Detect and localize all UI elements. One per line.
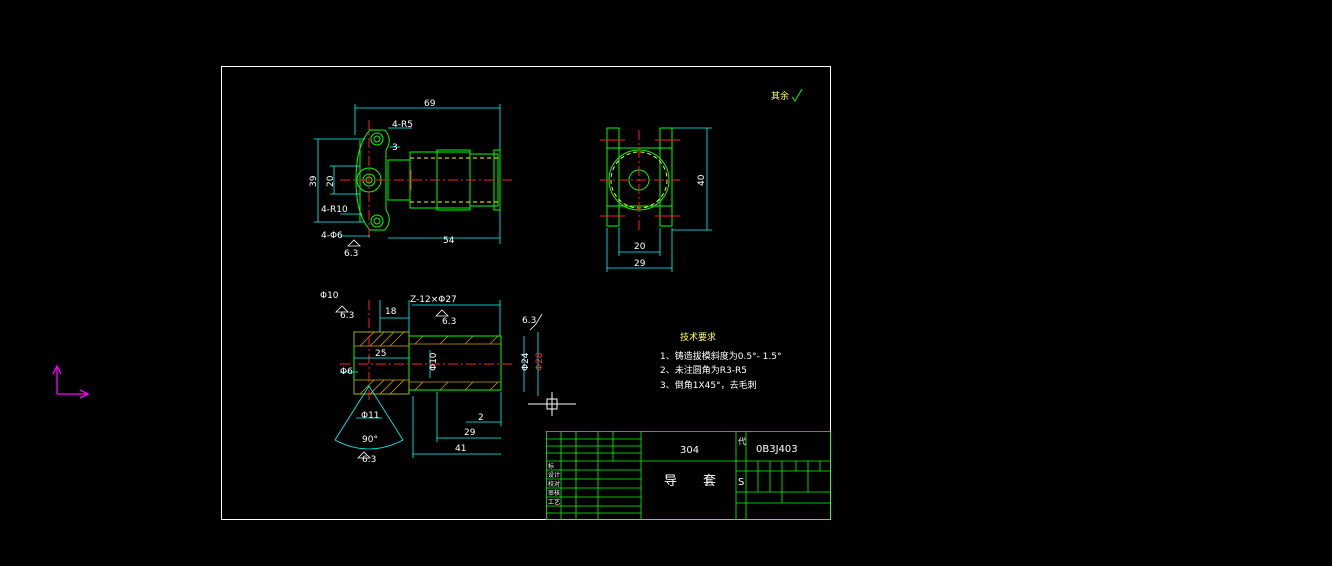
- row-label-2: 校对: [548, 480, 560, 488]
- front-hole-top: [370, 132, 384, 146]
- dim-height-outer: 39: [309, 175, 319, 187]
- crosshair-cursor-icon: [528, 392, 576, 416]
- title-drawing-number: 0B3J403: [756, 444, 798, 455]
- dim-corner-radius: 4-R10: [321, 205, 348, 215]
- dim-roughness-front: 6.3: [344, 249, 358, 259]
- dim-dia-6: Φ6: [340, 367, 353, 377]
- title-block[interactable]: 304 导 套 代 0B3J403 S 标 设计 校对 审核 工艺: [546, 431, 831, 520]
- drawing-frame: [221, 66, 831, 520]
- dim-len-2: 2: [478, 413, 484, 423]
- dim-side-height: 40: [697, 174, 707, 186]
- title-scale-mark: S: [738, 477, 744, 488]
- front-flange-outline: [355, 129, 390, 231]
- ucs-axis-icon: [52, 364, 90, 399]
- dim-len-25: 25: [375, 349, 386, 359]
- section-view[interactable]: Φ10 6.3 18 Z-12×Φ27 6.3 6.3 25 Φ10 Φ24 Φ…: [320, 291, 545, 465]
- dim-dia-24: Φ24: [521, 352, 531, 371]
- surface-finish-note: 其余: [771, 88, 803, 102]
- row-label-3: 审核: [548, 489, 560, 497]
- dim-dia-11: Φ11: [361, 411, 380, 421]
- front-view[interactable]: 69 4-R5 3 39 20 4-R10 4-Φ6 6.3 54: [309, 99, 512, 259]
- dim-roughness-top: 6.3: [340, 311, 354, 321]
- dim-len-41: 41: [455, 444, 466, 454]
- surface-finish-note-text: 其余: [771, 90, 789, 102]
- dim-height-inner: 20: [326, 175, 336, 187]
- tech-requirements: 技术要求 1、铸造拔模斜度为0.5°- 1.5° 2、未注圆角为R3-R5 3、…: [660, 331, 781, 391]
- dim-len-29: 29: [464, 428, 476, 438]
- row-label-1: 设计: [548, 471, 560, 479]
- dim-angle: 90°: [362, 435, 378, 445]
- dim-dia-10: Φ10: [429, 352, 439, 371]
- dim-thread: Z-12×Φ27: [410, 295, 457, 305]
- tech-requirement-2: 2、未注圆角为R3-R5: [660, 364, 747, 376]
- dim-side-inner-width: 20: [634, 242, 646, 252]
- dim-small-step: 3: [392, 143, 398, 153]
- tech-requirement-1: 1、铸造拔模斜度为0.5°- 1.5°: [660, 350, 781, 362]
- title-material: 304: [680, 445, 699, 456]
- row-label-0: 标: [548, 462, 554, 470]
- dim-roughness-bottom: 6.3: [362, 455, 376, 465]
- title-part-name: 导 套: [664, 473, 716, 489]
- dim-roughness-mid: 6.3: [442, 317, 456, 327]
- dim-side-outer-width: 29: [634, 259, 646, 269]
- row-label-4: 工艺: [548, 498, 560, 506]
- title-code-label: 代: [738, 436, 746, 446]
- dim-shaft-length: 54: [443, 236, 455, 246]
- tech-requirements-title: 技术要求: [680, 331, 716, 343]
- dim-dia-28: Φ28: [535, 352, 545, 371]
- dim-overall-length: 69: [424, 99, 436, 109]
- dim-bore-top: Φ10: [320, 291, 339, 301]
- dim-holes: 4-Φ6: [321, 231, 343, 241]
- dim-slots: 4-R5: [392, 120, 413, 130]
- dim-roughness-right: 6.3: [522, 316, 536, 326]
- dim-len-18: 18: [385, 307, 397, 317]
- side-view[interactable]: 40 20 29: [600, 127, 712, 272]
- tech-requirement-3: 3、倒角1X45°，去毛刺: [660, 379, 757, 391]
- front-hole-bottom: [370, 214, 384, 228]
